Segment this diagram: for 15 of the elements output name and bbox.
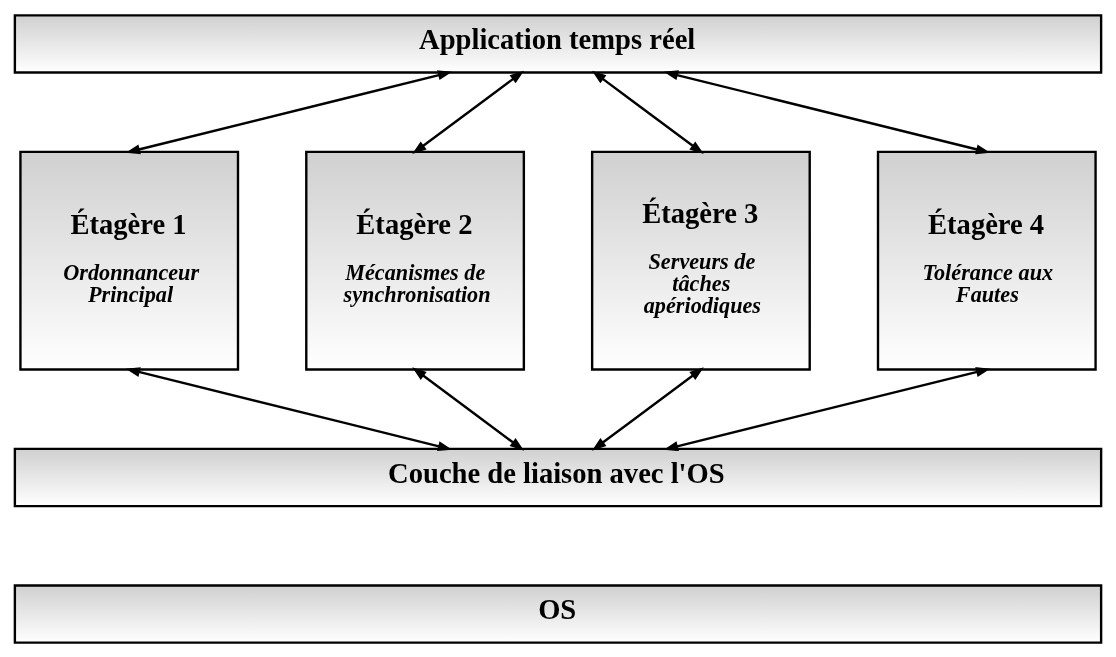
node-box: Application temps réel <box>13 13 1103 74</box>
arrow <box>591 366 704 451</box>
node-box: Étagère 4 Tolérance aux Fautes <box>876 150 1097 371</box>
node-box: Étagère 1 Ordonnanceur Principal <box>19 150 240 371</box>
arrow <box>663 366 991 451</box>
arrow <box>412 70 525 154</box>
arrow <box>591 70 704 154</box>
arrow <box>125 366 453 451</box>
arrow <box>125 69 453 154</box>
node-box: Étagère 3 Serveurs de tâches apériodiques <box>590 150 811 371</box>
node-box: OS <box>13 583 1103 644</box>
arrow <box>663 69 991 154</box>
node-box: Étagère 2 Mécanismes de synchronisation <box>305 150 526 371</box>
arrow <box>412 366 525 451</box>
node-box: Couche de liaison avec l'OS <box>13 447 1103 507</box>
